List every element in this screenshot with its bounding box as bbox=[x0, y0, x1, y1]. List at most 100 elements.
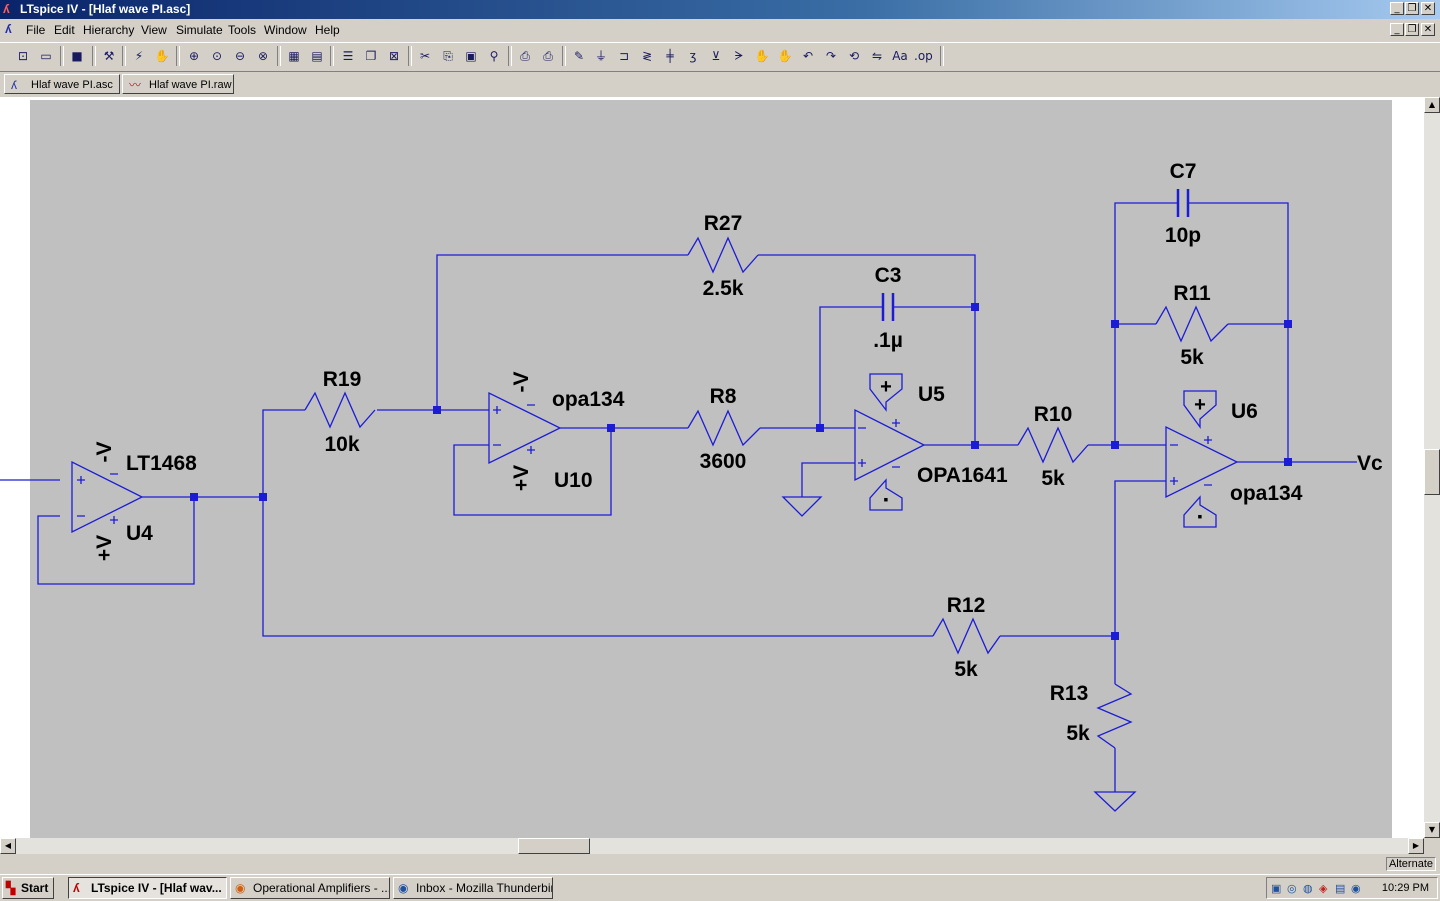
doc-restore-button[interactable]: ❐ bbox=[1405, 23, 1419, 36]
scroll-left-icon[interactable]: ◀ bbox=[0, 838, 16, 854]
component-icon[interactable]: ᗒ bbox=[734, 49, 744, 63]
drag-icon[interactable]: ✋ bbox=[777, 49, 793, 63]
resistor-icon[interactable]: ≷ bbox=[641, 49, 653, 63]
scroll-down-icon[interactable]: ▼ bbox=[1424, 822, 1440, 838]
run-icon[interactable]: ⚡ bbox=[134, 49, 144, 63]
cascade-icon[interactable]: ❐ bbox=[365, 49, 377, 63]
restore-button[interactable]: ❐ bbox=[1405, 2, 1419, 15]
power-plus-glyph: + bbox=[880, 376, 892, 398]
schematic-canvas[interactable]: + ▪ + ▪ R19 10k R27 2.5k R8 3600 bbox=[0, 97, 1424, 838]
task-ltspice[interactable]: ʎ LTspice IV - [Hlaf wav... bbox=[68, 877, 227, 899]
autoscale-icon[interactable]: ▦ bbox=[288, 49, 300, 63]
junction-dot bbox=[259, 493, 267, 501]
thunderbird-icon: ◉ bbox=[398, 881, 409, 895]
capacitor-icon[interactable]: ╪ bbox=[666, 49, 674, 63]
wire bbox=[436, 254, 976, 445]
c3-value: .1µ bbox=[873, 329, 903, 352]
task-thunderbird[interactable]: ◉ Inbox - Mozilla Thunderbird bbox=[393, 877, 553, 899]
tab-schematic[interactable]: ʎ Hlaf wave PI.asc bbox=[4, 74, 120, 94]
zoom-fit-icon[interactable]: ⊗ bbox=[257, 49, 269, 63]
menu-window[interactable]: Window bbox=[264, 23, 307, 37]
app-icon: ʎ bbox=[3, 2, 10, 16]
halt-icon[interactable]: ✋ bbox=[154, 49, 170, 63]
doc-close-button[interactable]: ✕ bbox=[1421, 23, 1435, 36]
open-icon[interactable]: ▭ bbox=[40, 49, 52, 63]
bluetooth-icon[interactable]: ◉ bbox=[1351, 883, 1361, 895]
r13-value: 5k bbox=[1066, 722, 1090, 745]
copy-icon[interactable]: ⎘ bbox=[443, 49, 453, 63]
opamp-pin-marks bbox=[493, 404, 535, 454]
network-icon[interactable]: ▣ bbox=[1271, 883, 1282, 895]
print-icon[interactable]: ⎙ bbox=[543, 49, 553, 63]
display-icon[interactable]: ▤ bbox=[1335, 883, 1346, 895]
minimize-button[interactable]: _ bbox=[1390, 2, 1404, 15]
tray-alert-icon[interactable]: ◈ bbox=[1319, 883, 1328, 895]
close-window-icon[interactable]: ⊠ bbox=[388, 49, 400, 63]
doc-minimize-button[interactable]: _ bbox=[1390, 23, 1404, 36]
vertical-scrollbar[interactable]: ▲ ▼ bbox=[1424, 97, 1440, 838]
move-icon[interactable]: ✋ bbox=[754, 49, 770, 63]
undo-icon[interactable]: ↶ bbox=[802, 49, 814, 63]
taskbar: ▚ Start ʎ LTspice IV - [Hlaf wav... ◉ Op… bbox=[0, 874, 1440, 901]
ground-symbol bbox=[1093, 791, 1137, 812]
tab-bar: ʎ Hlaf wave PI.asc 〰 Hlaf wave PI.raw bbox=[0, 72, 1440, 96]
horizontal-scrollbar[interactable]: ◀ ▶ bbox=[0, 838, 1424, 854]
rotate-icon[interactable]: ⟲ bbox=[848, 49, 860, 63]
u6-name: U6 bbox=[1231, 400, 1258, 423]
menu-tools[interactable]: Tools bbox=[228, 23, 257, 37]
cut-icon[interactable]: ✂ bbox=[419, 49, 431, 63]
junction-dot bbox=[607, 424, 615, 432]
text-icon[interactable]: Aa bbox=[892, 49, 908, 63]
new-schematic-icon[interactable]: ⊡ bbox=[17, 49, 29, 63]
antivirus-icon[interactable]: ◍ bbox=[1303, 883, 1313, 895]
power-flag-pos bbox=[869, 373, 903, 412]
save-icon[interactable]: ■ bbox=[71, 49, 83, 63]
junction-dot bbox=[971, 303, 979, 311]
zoom-in-icon[interactable]: ⊕ bbox=[188, 49, 200, 63]
scroll-right-icon[interactable]: ▶ bbox=[1408, 838, 1424, 854]
paste-icon[interactable]: ▣ bbox=[465, 49, 477, 63]
menu-file[interactable]: File bbox=[26, 23, 46, 37]
u5-name: U5 bbox=[918, 383, 945, 406]
r19-name: R19 bbox=[323, 368, 362, 391]
title-bar: ʎ LTspice IV - [Hlaf wave PI.asc] _ ❐ ✕ bbox=[0, 0, 1440, 19]
label-net-icon[interactable]: ⊐ bbox=[618, 49, 630, 63]
mirror-icon[interactable]: ⇋ bbox=[871, 49, 883, 63]
spice-directive-icon[interactable]: .op bbox=[914, 49, 933, 63]
close-button[interactable]: ✕ bbox=[1421, 2, 1435, 15]
wire bbox=[1114, 202, 1289, 462]
tab-waveform[interactable]: 〰 Hlaf wave PI.raw bbox=[122, 74, 234, 94]
control-panel-icon[interactable]: ⚒ bbox=[103, 49, 115, 63]
junction-dot bbox=[1111, 632, 1119, 640]
menu-edit[interactable]: Edit bbox=[54, 23, 75, 37]
task-label: LTspice IV - [Hlaf wav... bbox=[91, 881, 222, 895]
zoom-pan-icon[interactable]: ⊙ bbox=[211, 49, 223, 63]
redo-icon[interactable]: ↷ bbox=[825, 49, 837, 63]
scroll-up-icon[interactable]: ▲ bbox=[1424, 97, 1440, 113]
u10-model: opa134 bbox=[552, 388, 625, 411]
zoom-out-icon[interactable]: ⊖ bbox=[234, 49, 246, 63]
print-preview-icon[interactable]: ⎙ bbox=[520, 49, 530, 63]
tile-icon[interactable]: ▤ bbox=[311, 49, 323, 63]
wire-icon[interactable]: ✎ bbox=[573, 49, 585, 63]
toolbar-separator bbox=[508, 46, 512, 66]
task-firefox[interactable]: ◉ Operational Amplifiers - ... bbox=[230, 877, 390, 899]
tray-app-icon[interactable]: ◎ bbox=[1287, 883, 1297, 895]
power-flag-pos bbox=[1183, 390, 1217, 429]
start-button[interactable]: ▚ Start bbox=[2, 877, 54, 899]
vertical-scroll-thumb[interactable] bbox=[1424, 449, 1440, 495]
menu-simulate[interactable]: Simulate bbox=[176, 23, 223, 37]
diode-icon[interactable]: ⊻ bbox=[711, 49, 721, 63]
menu-help[interactable]: Help bbox=[315, 23, 340, 37]
schematic-sheet[interactable] bbox=[30, 100, 1392, 838]
tile-horizontal-icon[interactable]: ☰ bbox=[342, 49, 354, 63]
find-icon[interactable]: ⚲ bbox=[489, 49, 499, 63]
horizontal-scroll-thumb[interactable] bbox=[518, 838, 590, 854]
window-title: LTspice IV - [Hlaf wave PI.asc] bbox=[20, 2, 191, 16]
opamp-u4 bbox=[71, 460, 144, 534]
inductor-icon[interactable]: ʒ bbox=[689, 49, 697, 63]
u6-model: opa134 bbox=[1230, 482, 1303, 505]
ground-icon[interactable]: ⏚ bbox=[594, 49, 607, 63]
menu-hierarchy[interactable]: Hierarchy bbox=[83, 23, 135, 37]
menu-view[interactable]: View bbox=[141, 23, 167, 37]
